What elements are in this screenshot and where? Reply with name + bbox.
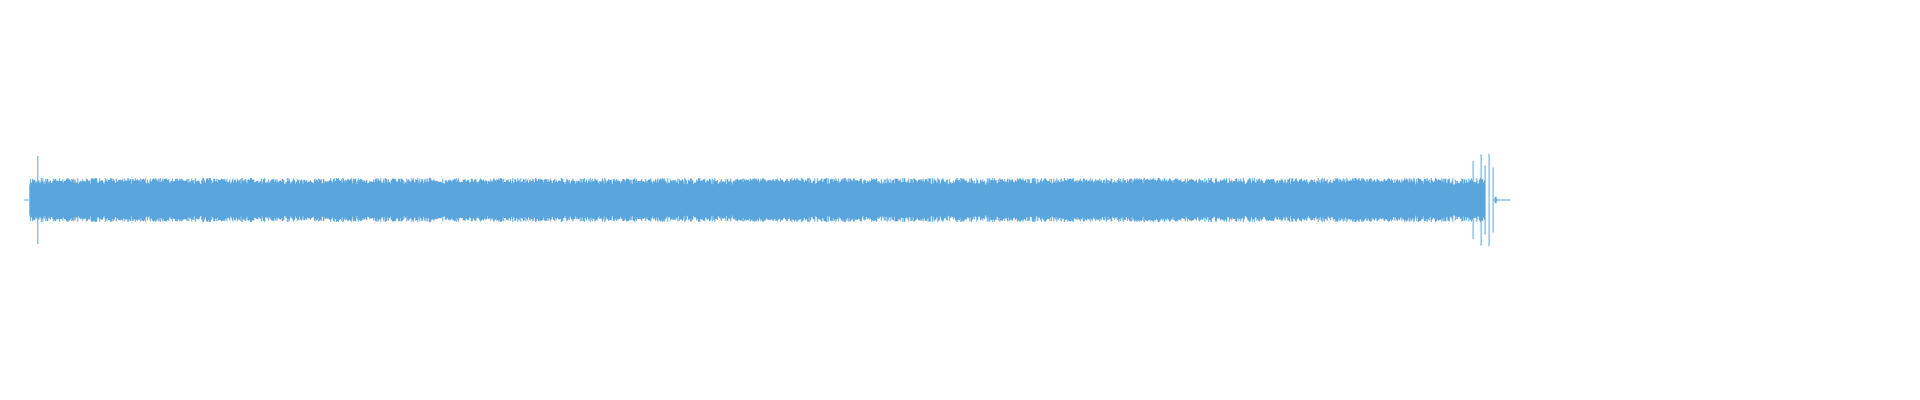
- waveform-trace[interactable]: [23, 153, 1511, 247]
